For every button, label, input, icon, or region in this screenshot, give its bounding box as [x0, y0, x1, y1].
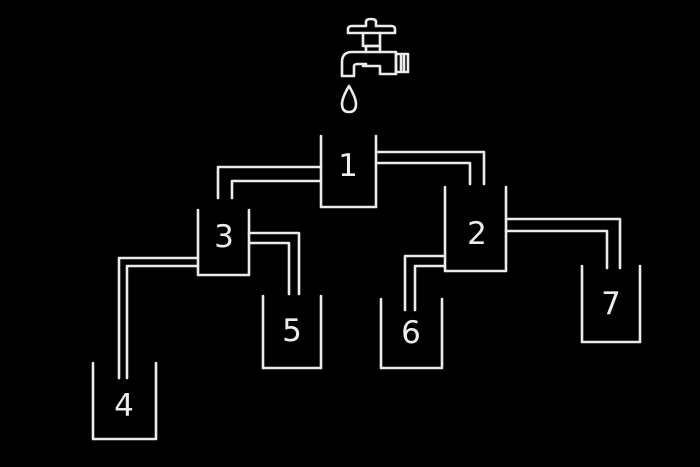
pipe-2-to-6 [403, 254, 447, 312]
container-7 [580, 264, 642, 344]
pipe-2-to-7 [504, 217, 622, 270]
water-drop-icon [340, 84, 358, 114]
container-1-label: 1 [338, 148, 358, 184]
pipe-3-to-4 [117, 256, 200, 380]
container-5 [261, 294, 323, 370]
container-1 [319, 134, 378, 209]
pipe-1-to-3 [216, 165, 323, 200]
container-3-label: 3 [214, 219, 234, 255]
container-2 [443, 185, 508, 273]
faucet-icon [340, 17, 410, 78]
container-2-label: 2 [467, 216, 487, 252]
container-4-label: 4 [114, 388, 134, 424]
pipe-3-to-5 [247, 231, 301, 296]
container-5-label: 5 [282, 313, 302, 349]
container-7-label: 7 [601, 286, 621, 322]
pipe-1-to-2 [374, 150, 486, 186]
container-6 [379, 297, 444, 370]
container-6-label: 6 [401, 315, 421, 351]
container-4 [91, 361, 158, 441]
